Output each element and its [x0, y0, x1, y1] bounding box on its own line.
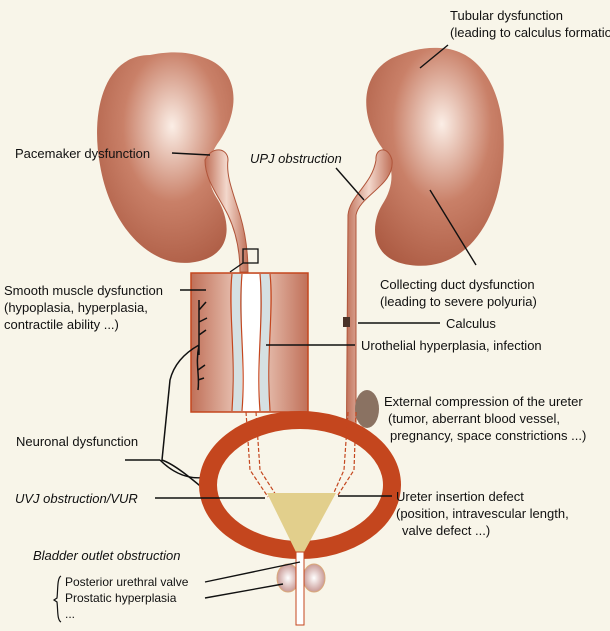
label-outlet: Bladder outlet obstruction	[33, 548, 181, 563]
detail-box	[242, 248, 259, 264]
label-smooth-muscle: Smooth muscle dysfunction(hypoplasia, hy…	[4, 283, 163, 332]
nerve-fibers	[125, 300, 297, 556]
urethra	[295, 551, 305, 626]
label-upj: UPJ obstruction	[250, 151, 342, 166]
label-uvj: UVJ obstruction/VUR	[15, 491, 138, 506]
left-kidney	[97, 52, 234, 263]
calculus-stone	[343, 317, 350, 327]
trigone	[267, 493, 336, 552]
left-ureter	[204, 149, 249, 273]
prostate-right	[302, 563, 326, 593]
label-pacemaker: Pacemaker dysfunction	[15, 146, 151, 161]
bracket-icon	[52, 575, 62, 623]
compression-mass	[355, 390, 379, 428]
label-collecting-duct: Collecting duct dysfunction(leading to s…	[380, 277, 537, 309]
label-calculus: Calculus	[446, 316, 496, 331]
label-external-compression: External compression of the ureter(tumor…	[384, 394, 587, 443]
label-neuronal: Neuronal dysfunction	[16, 434, 139, 449]
leader-lines	[155, 44, 477, 599]
label-tubular: Tubular dysfunction(leading to calculus …	[450, 8, 610, 40]
right-kidney	[366, 47, 504, 266]
label-insertion: Ureter insertion defect(position, intrav…	[396, 489, 569, 538]
label-urothelial: Urothelial hyperplasia, infection	[361, 338, 542, 353]
